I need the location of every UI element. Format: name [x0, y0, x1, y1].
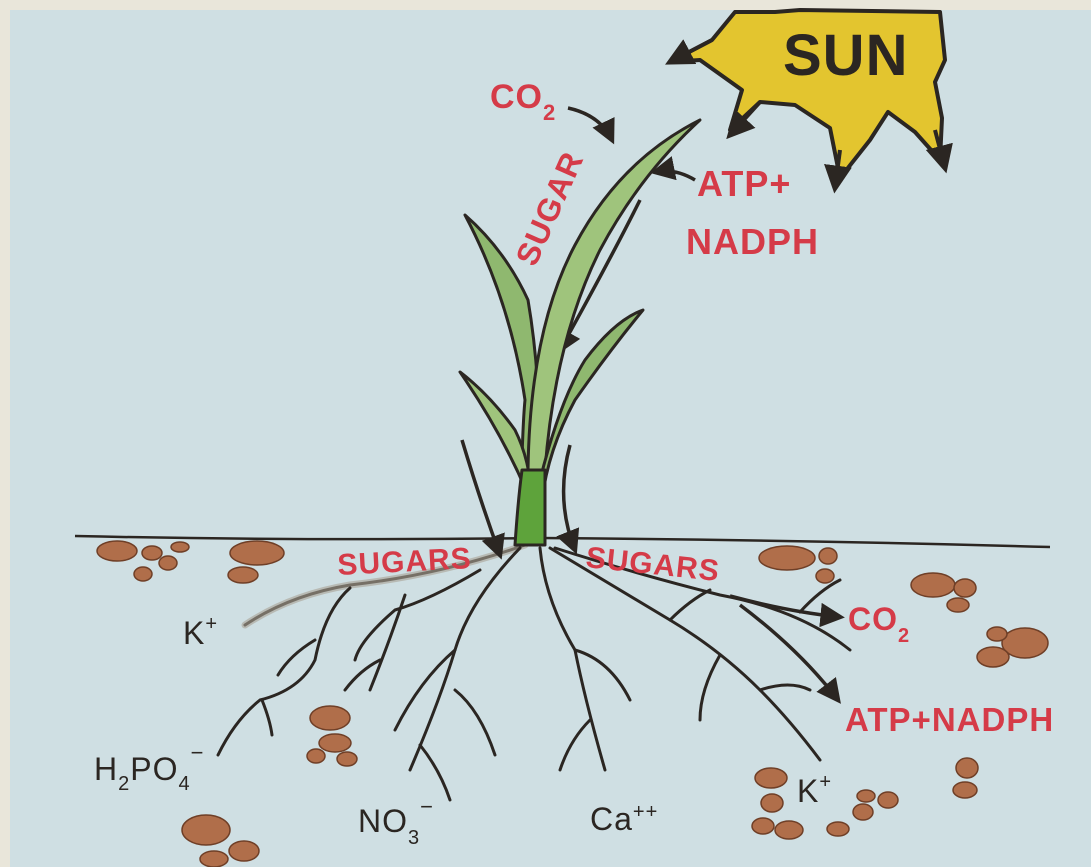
h2po4-h: H: [94, 751, 118, 787]
k-right-text: K: [797, 773, 819, 809]
ca-text: Ca: [590, 801, 633, 837]
co2-air-text: CO: [490, 78, 543, 116]
atp-label: ATP+: [697, 163, 791, 204]
co2-soil-text: CO: [848, 601, 898, 637]
h2po4-sub2: 4: [178, 773, 190, 795]
k-right-sup: +: [819, 771, 832, 793]
k-left-sup: +: [205, 613, 218, 635]
k-left-text: K: [183, 615, 205, 651]
h2po4-sub1: 2: [118, 773, 130, 795]
nadph-label: NADPH: [686, 221, 819, 262]
no3-text: NO: [358, 803, 408, 839]
no3-sup: −: [420, 794, 434, 819]
h2po4-po: PO: [130, 751, 178, 787]
no3-sub: 3: [408, 827, 420, 849]
sugars-left-label: SUGARS: [337, 542, 473, 582]
co2-soil-sub: 2: [898, 625, 910, 647]
co2-air-sub: 2: [543, 100, 556, 125]
h2po4-sup: −: [191, 740, 205, 765]
ca-sup: ++: [633, 801, 658, 823]
sun-label: SUN: [783, 23, 908, 88]
atp-nadph-soil-label: ATP+NADPH: [845, 701, 1054, 738]
